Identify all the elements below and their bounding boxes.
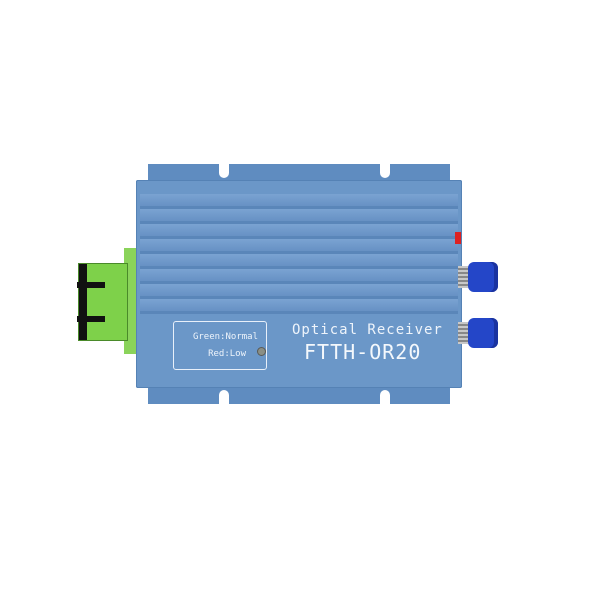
legend-green: Green:Normal bbox=[192, 332, 258, 342]
f-connector-rf-output-1 bbox=[468, 262, 498, 292]
cooling-fins bbox=[140, 194, 458, 314]
sc-clip bbox=[79, 264, 87, 340]
f-connector-thread bbox=[458, 266, 470, 288]
mount-notch bbox=[380, 390, 390, 404]
mount-notch bbox=[380, 164, 390, 178]
f-connector-thread bbox=[458, 322, 470, 344]
status-led-icon bbox=[257, 347, 266, 356]
legend-red: Red:Low bbox=[208, 349, 246, 359]
red-switch bbox=[455, 232, 461, 244]
mount-notch bbox=[219, 164, 229, 178]
indicator-legend-box: Green:Normal Red:Low bbox=[173, 321, 267, 370]
sc-slot bbox=[77, 282, 105, 288]
product-name: Optical Receiver bbox=[292, 322, 443, 338]
model-number: FTTH-OR20 bbox=[304, 340, 422, 364]
sc-optical-input-adapter bbox=[77, 263, 128, 341]
sc-slot bbox=[77, 316, 105, 322]
receiver-housing: Green:Normal Red:Low Optical Receiver FT… bbox=[136, 180, 462, 388]
f-connector-rf-output-2 bbox=[468, 318, 498, 348]
mount-notch bbox=[219, 390, 229, 404]
